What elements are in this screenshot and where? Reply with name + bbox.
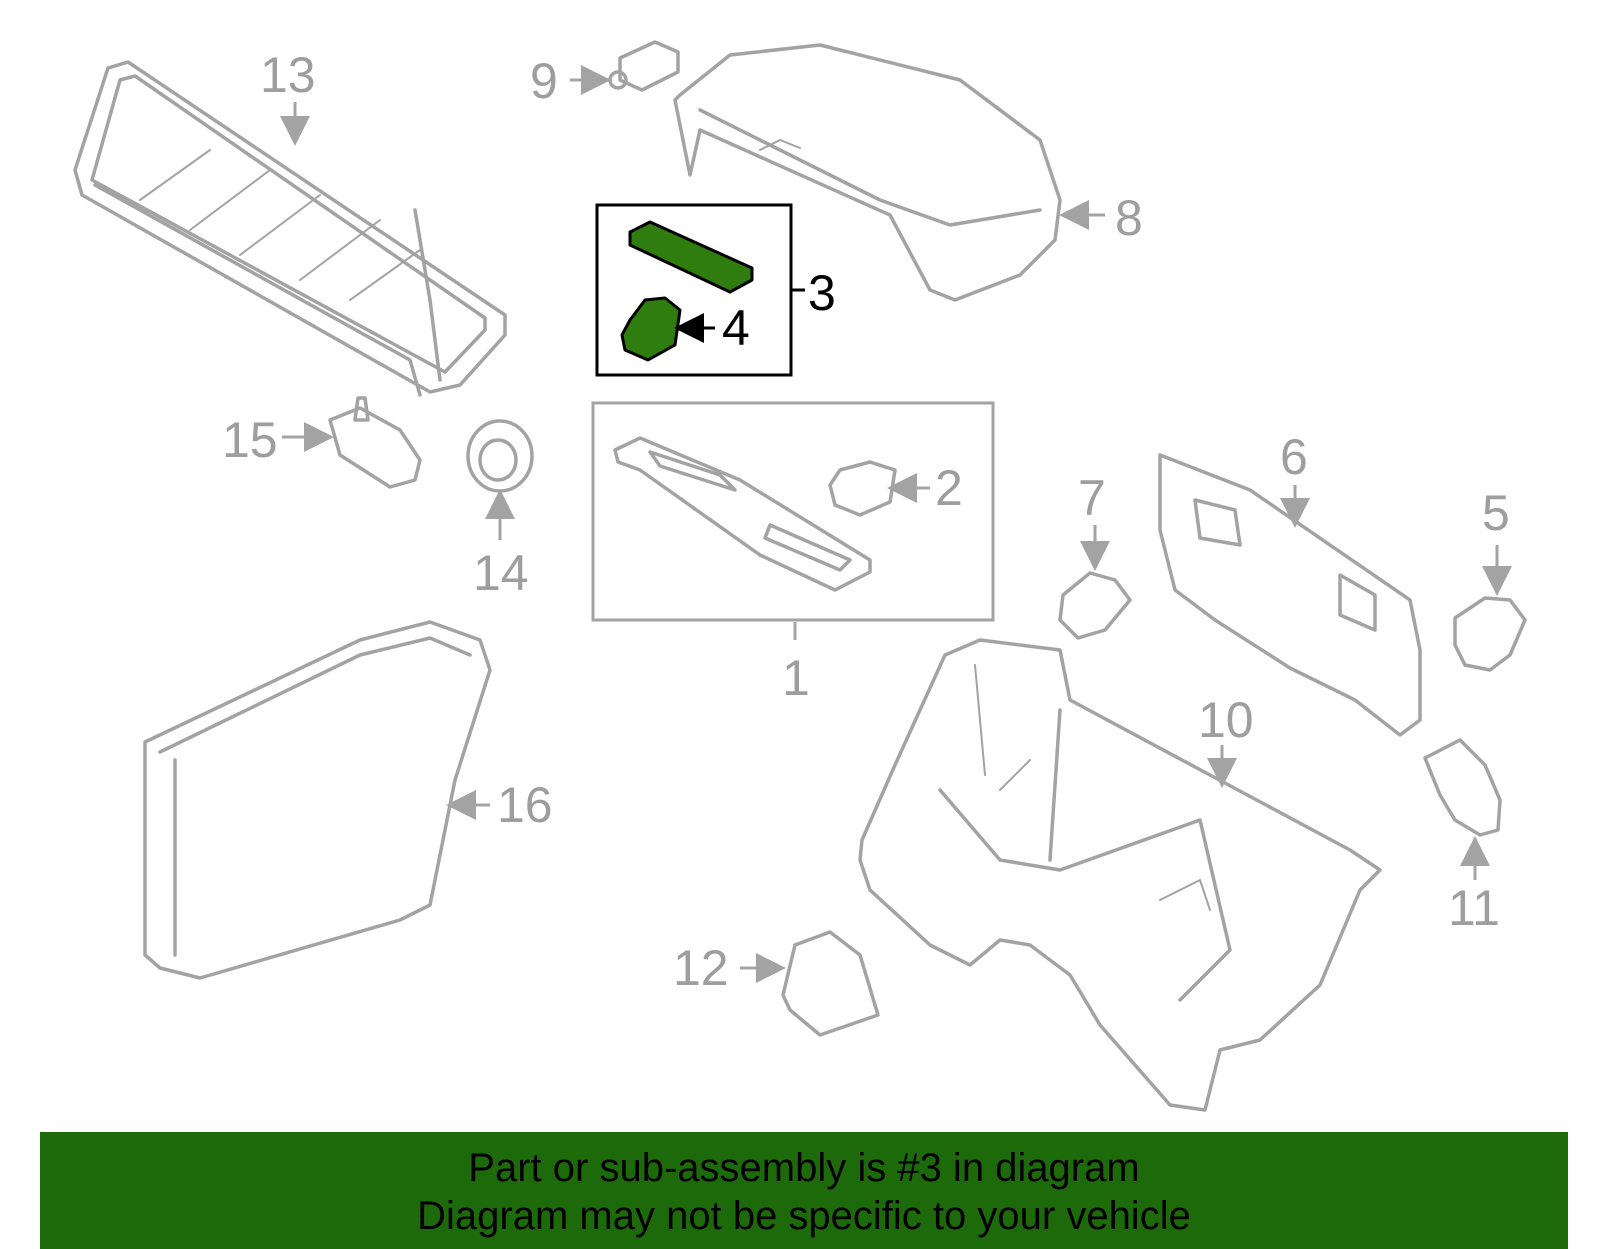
part-3-assembly-highlighted: 3 4	[595, 203, 836, 377]
callout-1: 1	[782, 650, 810, 706]
callout-8: 8	[1115, 190, 1143, 246]
callout-16: 16	[497, 777, 553, 833]
highlight-box-3	[595, 203, 793, 377]
part-6-trunk-lid-trim: 6	[1158, 429, 1422, 737]
part-9-sensor: 9	[530, 40, 680, 109]
callout-5: 5	[1482, 485, 1510, 541]
callout-14: 14	[473, 545, 529, 601]
part-15-clip: 15	[222, 396, 422, 489]
part-8-package-tray: 8	[673, 43, 1143, 302]
banner-line-1: Part or sub-assembly is #3 in diagram	[468, 1146, 1140, 1190]
part-7-cap: 7	[1058, 470, 1132, 640]
banner-line-2: Diagram may not be specific to your vehi…	[417, 1194, 1191, 1238]
callout-4: 4	[722, 300, 750, 356]
callout-12: 12	[673, 940, 729, 996]
part-10-trunk-floor: 10	[858, 638, 1382, 1112]
callout-11: 11	[1448, 880, 1500, 936]
part-11-bracket: 11	[1423, 738, 1502, 936]
part-5-cover: 5	[1453, 485, 1527, 672]
part-4-clip-green	[620, 296, 682, 362]
callout-6: 6	[1280, 429, 1308, 485]
parts-diagram: 13 9 8 3 4 2 1 15	[73, 40, 1527, 1112]
part-12-bracket: 12	[673, 930, 880, 1037]
callout-15: 15	[222, 412, 278, 468]
part-3-cover-green	[628, 220, 754, 294]
callout-9: 9	[530, 53, 558, 109]
notice-banner: Part or sub-assembly is #3 in diagram Di…	[40, 1132, 1568, 1249]
part-14-grommet: 14	[466, 419, 534, 601]
callout-13: 13	[260, 47, 316, 103]
part-16-side-panel: 16	[143, 620, 553, 980]
part-13-wind-deflector: 13	[73, 47, 507, 397]
callout-7: 7	[1078, 470, 1106, 526]
callout-2: 2	[935, 460, 963, 516]
callout-10: 10	[1198, 692, 1254, 748]
part-1-assembly: 2 1	[591, 401, 995, 706]
callout-3: 3	[808, 265, 836, 321]
